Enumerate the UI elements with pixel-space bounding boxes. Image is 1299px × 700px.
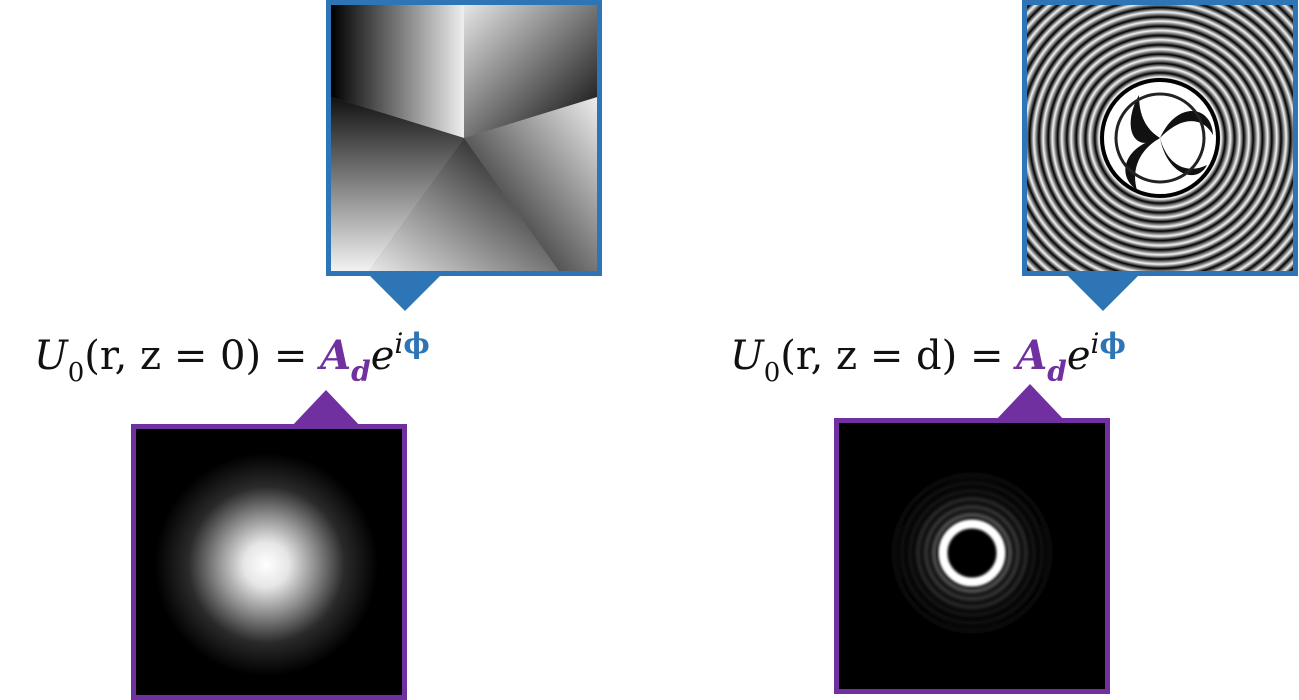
left-lhs-symbol: U	[34, 333, 68, 379]
right-phase-map	[1022, 0, 1298, 276]
right-lhs-sub: 0	[763, 358, 781, 388]
right-amplitude-symbol: A	[1016, 332, 1048, 379]
left-amplitude-image	[136, 429, 402, 695]
left-amplitude-sub: d	[351, 355, 371, 388]
right-equation: U0(r, z = d) = Adeiϕ	[730, 327, 1126, 388]
right-lhs-symbol: U	[730, 333, 764, 379]
left-phase-map	[326, 0, 602, 276]
left-phase-image	[331, 5, 597, 271]
left-lhs-args: (r, z = 0) =	[84, 333, 308, 379]
right-phase-image	[1027, 5, 1293, 271]
left-exp-i: i	[394, 327, 404, 360]
right-lhs-args: (r, z = d) =	[780, 333, 1004, 379]
right-amplitude-map	[834, 418, 1110, 694]
right-phase-symbol: ϕ	[1099, 327, 1126, 360]
left-amplitude-map	[131, 424, 407, 700]
left-equation: U0(r, z = 0) = Adeiϕ	[34, 327, 430, 388]
right-exp-i: i	[1090, 327, 1100, 360]
right-amplitude-image	[839, 423, 1105, 689]
right-phase-pointer	[1068, 276, 1138, 311]
left-phase-pointer	[370, 276, 440, 311]
left-amplitude-symbol: A	[320, 332, 352, 379]
left-amplitude-pointer	[290, 390, 362, 428]
right-amplitude-pointer	[994, 384, 1066, 422]
left-exp-base: e	[370, 333, 395, 379]
right-amplitude-sub: d	[1047, 355, 1067, 388]
left-lhs-sub: 0	[67, 358, 85, 388]
right-exp-base: e	[1066, 333, 1091, 379]
left-phase-symbol: ϕ	[403, 327, 430, 360]
